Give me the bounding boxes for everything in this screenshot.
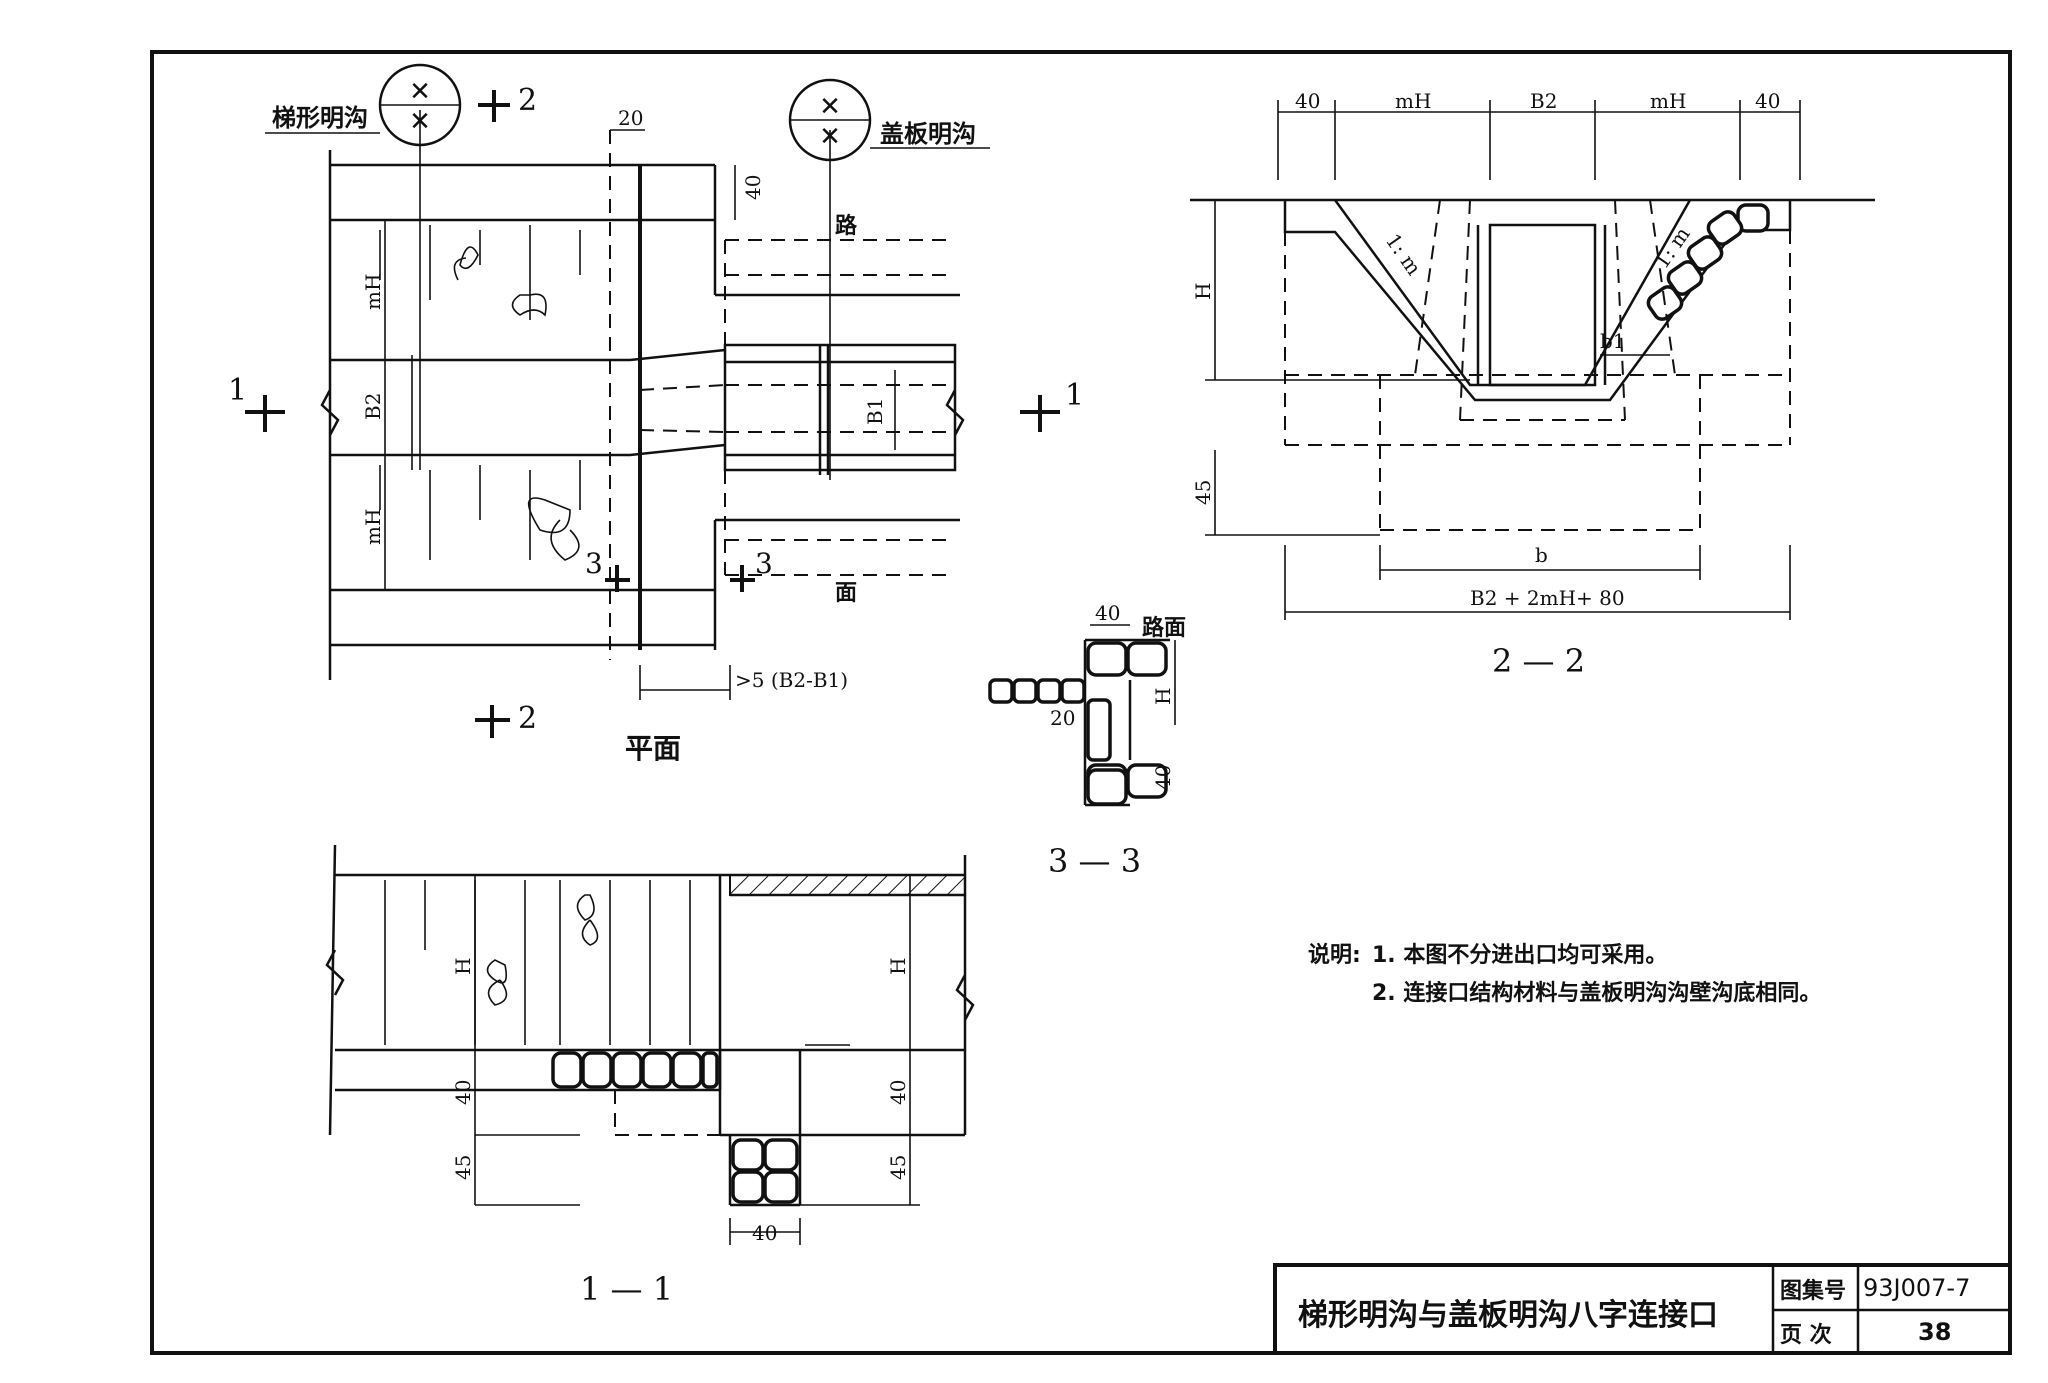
plan-dim-B2: B2 <box>361 393 385 420</box>
s22-dim-40-right: 40 <box>1755 89 1780 113</box>
s22-caption: 2 — 2 <box>1492 642 1585 680</box>
plan-dim-20: 20 <box>618 106 643 130</box>
s22-dim-mH-left: mH <box>1395 89 1431 113</box>
svg-text:✕: ✕ <box>819 122 841 152</box>
sheet-border <box>150 50 2012 1355</box>
notes-prefix: 说明: <box>1308 942 1361 968</box>
mark-1-right: 1 <box>1065 378 1084 413</box>
s11-dim-H-left: H <box>451 958 475 975</box>
plan-dim-40: 40 <box>741 175 765 200</box>
label-road: 路 <box>835 213 858 239</box>
plan-dim-mH-bottom: mH <box>361 509 385 545</box>
s33-dim-40-top: 40 <box>1095 601 1120 625</box>
section-2-2: 40 mH B2 mH 40 <box>1190 89 1875 680</box>
page-value: 38 <box>1918 1318 1951 1346</box>
title-block: 梯形明沟与盖板明沟八字连接口 图集号 93J007-7 页 次 38 <box>1273 1263 2012 1355</box>
plan-view: ✕ ✕ ✕ ✕ 梯形明沟 盖板明沟 路 面 20 40 mH B2 mH B1 … <box>228 63 1084 765</box>
s11-dim-45-left: 45 <box>451 1155 475 1180</box>
mark-1-left: 1 <box>228 373 247 408</box>
s11-dim-H-right: H <box>886 958 910 975</box>
mark-3-right: 3 <box>755 547 773 580</box>
title-text: 梯形明沟与盖板明沟八字连接口 <box>1298 1298 1718 1333</box>
s22-dim-B2: B2 <box>1530 89 1557 113</box>
section-3-3: 40 路面 H 20 40 3 — 3 <box>988 601 1186 880</box>
plan-dim-B1: B1 <box>863 398 887 425</box>
s22-riprap <box>1646 203 1770 321</box>
s33-road-face: 路面 <box>1142 615 1186 641</box>
label-trap-ditch: 梯形明沟 <box>272 104 368 132</box>
plan-dim-mH-top: mH <box>361 274 385 310</box>
label-cover-ditch: 盖板明沟 <box>880 120 976 148</box>
s11-dim-40-right: 40 <box>886 1080 910 1105</box>
svg-text:✕: ✕ <box>409 77 431 107</box>
s22-dim-mH-right: mH <box>1650 89 1686 113</box>
page-label: 页 次 <box>1780 1322 1832 1348</box>
mark-2-top: 2 <box>518 83 537 118</box>
s11-caption: 1 — 1 <box>580 1270 673 1308</box>
s33-dim-H: H <box>1151 688 1175 705</box>
svg-text:✕: ✕ <box>819 92 841 122</box>
note-item-1: 1. 本图不分进出口均可采用。 <box>1372 942 1667 968</box>
s22-dim-b: b <box>1535 543 1548 567</box>
s22-dim-40-left: 40 <box>1295 89 1320 113</box>
s22-dim-b1: b1 <box>1600 329 1626 353</box>
plan-dim-taper: >5 (B2-B1) <box>735 668 848 692</box>
s22-dim-H: H <box>1191 283 1215 300</box>
s11-dim-40-left: 40 <box>451 1080 475 1105</box>
mark-3-left: 3 <box>585 547 603 580</box>
section-1-1: H 40 45 H 40 45 40 1 — 1 <box>325 844 975 1308</box>
atlas-label: 图集号 <box>1780 1278 1846 1304</box>
atlas-value: 93J007-7 <box>1863 1274 1970 1302</box>
mark-2-bottom: 2 <box>518 701 537 736</box>
notes: 说明: 1. 本图不分进出口均可采用。 2. 连接口结构材料与盖板明沟沟壁沟底相… <box>1308 942 1821 1006</box>
plan-caption: 平面 <box>625 732 681 765</box>
s22-dim-45: 45 <box>1191 480 1215 505</box>
s33-dim-20: 20 <box>1050 706 1075 730</box>
s11-dim-40-bottom: 40 <box>752 1221 777 1245</box>
section-1-1-stones <box>551 1051 802 1207</box>
s22-dim-total: B2 + 2mH+ 80 <box>1470 586 1625 610</box>
s11-dim-45-right: 45 <box>886 1155 910 1180</box>
s33-dim-40-side: 40 <box>1151 765 1175 790</box>
label-face: 面 <box>835 581 857 606</box>
svg-text:✕: ✕ <box>409 107 431 137</box>
note-item-2: 2. 连接口结构材料与盖板明沟沟壁沟底相同。 <box>1372 980 1821 1006</box>
s33-caption: 3 — 3 <box>1048 842 1141 880</box>
